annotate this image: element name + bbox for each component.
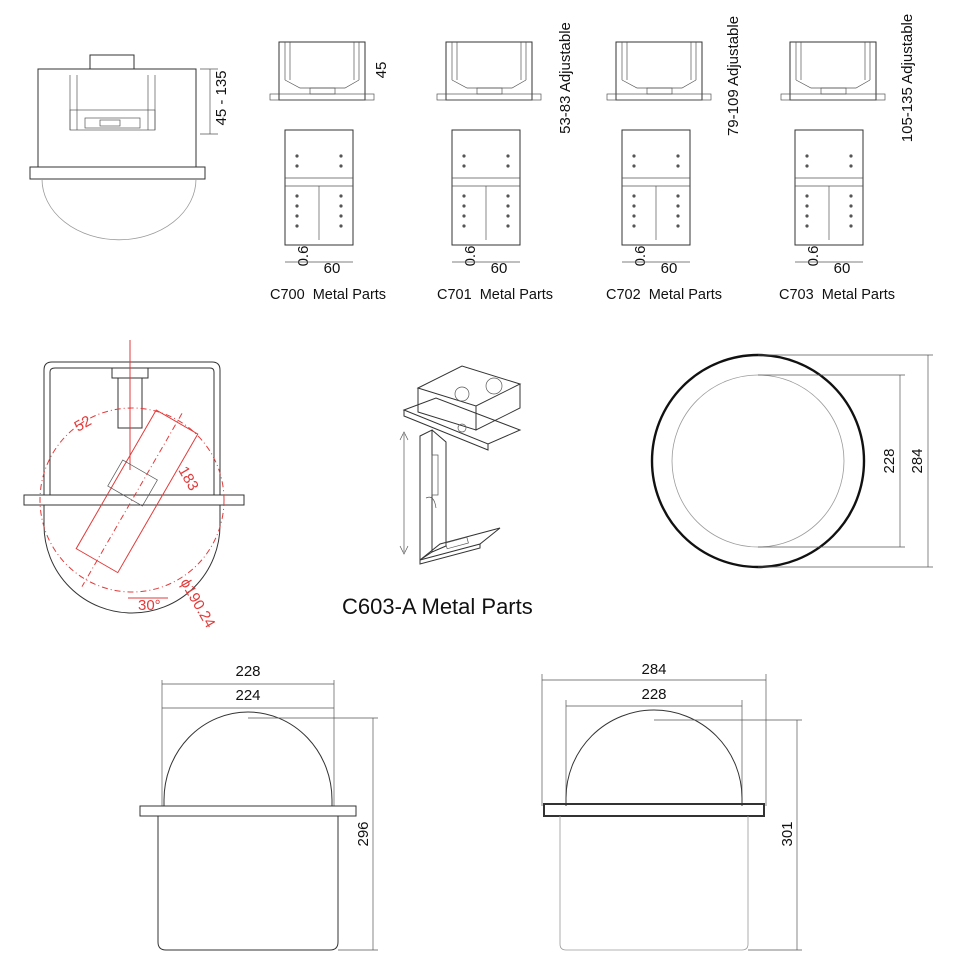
plate-hole-dot bbox=[462, 224, 466, 228]
part-c703: 105-135 Adjustable 0.6 60 C703 Metal Par… bbox=[779, 14, 916, 303]
plate-hole-dot bbox=[295, 164, 299, 168]
front-view-a-drawing: 228 224 296 bbox=[139, 663, 378, 951]
bracket-caption: C603-A Metal Parts bbox=[342, 594, 533, 619]
plate-hole-dot bbox=[339, 224, 343, 228]
plate-hole-dot bbox=[295, 224, 299, 228]
plate-hole-dot bbox=[849, 214, 853, 218]
c703-top-dim: 105-135 Adjustable bbox=[899, 14, 916, 142]
plate-hole-dot bbox=[805, 154, 809, 158]
c702-bottom-dim: 60 bbox=[661, 260, 678, 277]
plate-hole-dot bbox=[849, 194, 853, 198]
c701-caption: C701 Metal Parts bbox=[437, 287, 553, 303]
plate-hole-dot bbox=[506, 154, 510, 158]
plate-hole-dot bbox=[506, 204, 510, 208]
plate-hole-dot bbox=[632, 214, 636, 218]
plate-hole-dot bbox=[295, 194, 299, 198]
plate-hole-dot bbox=[632, 224, 636, 228]
c700-caption: C700 Metal Parts bbox=[270, 287, 386, 303]
plate-hole-dot bbox=[805, 194, 809, 198]
front-a-height: 296 bbox=[355, 821, 372, 846]
plate-hole-dot bbox=[676, 214, 680, 218]
plate-hole-dot bbox=[462, 154, 466, 158]
plate-hole-dot bbox=[462, 164, 466, 168]
plate-hole-dot bbox=[676, 204, 680, 208]
c702-top-dim: 79-109 Adjustable bbox=[725, 16, 742, 136]
plate-hole-dot bbox=[849, 164, 853, 168]
plate-hole-dot bbox=[506, 164, 510, 168]
plate-hole-dot bbox=[632, 154, 636, 158]
plate-hole-dot bbox=[676, 194, 680, 198]
plate-hole-dot bbox=[462, 204, 466, 208]
plate-hole-dot bbox=[462, 194, 466, 198]
plate-hole-dot bbox=[676, 224, 680, 228]
plate-hole-dot bbox=[339, 194, 343, 198]
plate-hole-dot bbox=[506, 194, 510, 198]
bracket-drawing: C603-A Metal Parts bbox=[342, 365, 533, 619]
front-b-outer-width: 284 bbox=[641, 661, 666, 678]
plate-hole-dot bbox=[849, 224, 853, 228]
front-b-height: 301 bbox=[779, 821, 796, 846]
c703-bottom-dim: 60 bbox=[834, 260, 851, 277]
plate-hole-dot bbox=[676, 164, 680, 168]
tilt-view-drawing: 52 183 30° ϕ190.24 bbox=[23, 340, 245, 631]
plate-hole-dot bbox=[506, 224, 510, 228]
part-c701: 53-83 Adjustable 0.6 60 C701 Metal Parts bbox=[436, 22, 574, 303]
plate-hole-dot bbox=[632, 204, 636, 208]
c703-side-dim: 0.6 bbox=[805, 246, 822, 267]
plate-hole-dot bbox=[462, 214, 466, 218]
c701-side-dim: 0.6 bbox=[462, 246, 479, 267]
tilt-dim-30: 30° bbox=[138, 597, 161, 614]
plate-hole-dot bbox=[295, 214, 299, 218]
part-c700: 45 0.6 60 C700 Metal Parts bbox=[269, 41, 390, 303]
plate-hole-dot bbox=[805, 214, 809, 218]
c701-top-dim: 53-83 Adjustable bbox=[557, 22, 574, 134]
plate-hole-dot bbox=[805, 204, 809, 208]
tilt-dim-52: 52 bbox=[72, 412, 95, 435]
c702-side-dim: 0.6 bbox=[632, 246, 649, 267]
plate-hole-dot bbox=[849, 204, 853, 208]
c700-side-dim: 0.6 bbox=[295, 246, 312, 267]
plate-hole-dot bbox=[295, 204, 299, 208]
plate-hole-dot bbox=[849, 154, 853, 158]
c700-top-dim: 45 bbox=[373, 62, 390, 79]
plate-hole-dot bbox=[632, 194, 636, 198]
front-b-inner-width: 228 bbox=[641, 686, 666, 703]
c703-caption: C703 Metal Parts bbox=[779, 287, 895, 303]
plate-hole-dot bbox=[676, 154, 680, 158]
front-view-b-drawing: 284 228 301 bbox=[541, 661, 802, 951]
plate-hole-dot bbox=[339, 204, 343, 208]
plate-hole-dot bbox=[805, 164, 809, 168]
c700-bottom-dim: 60 bbox=[324, 260, 341, 277]
plate-hole-dot bbox=[339, 154, 343, 158]
top-left-height-dim: 45 - 135 bbox=[213, 70, 230, 125]
plate-hole-dot bbox=[339, 214, 343, 218]
top-view-inner-dim: 228 bbox=[881, 448, 898, 473]
top-view-outer-dim: 284 bbox=[909, 448, 926, 473]
plate-hole-pattern bbox=[295, 154, 853, 228]
plate-hole-dot bbox=[295, 154, 299, 158]
top-view-ring-drawing: 228 284 bbox=[650, 353, 933, 569]
front-a-inner-width: 224 bbox=[235, 687, 260, 704]
c702-caption: C702 Metal Parts bbox=[606, 287, 722, 303]
plate-hole-dot bbox=[632, 164, 636, 168]
part-c702: 79-109 Adjustable 0.6 60 C702 Metal Part… bbox=[606, 16, 742, 303]
plate-hole-dot bbox=[506, 214, 510, 218]
top-left-housing-drawing: 45 - 135 bbox=[29, 54, 230, 241]
c701-bottom-dim: 60 bbox=[491, 260, 508, 277]
plate-hole-dot bbox=[805, 224, 809, 228]
plate-hole-dot bbox=[339, 164, 343, 168]
front-a-outer-width: 228 bbox=[235, 663, 260, 680]
